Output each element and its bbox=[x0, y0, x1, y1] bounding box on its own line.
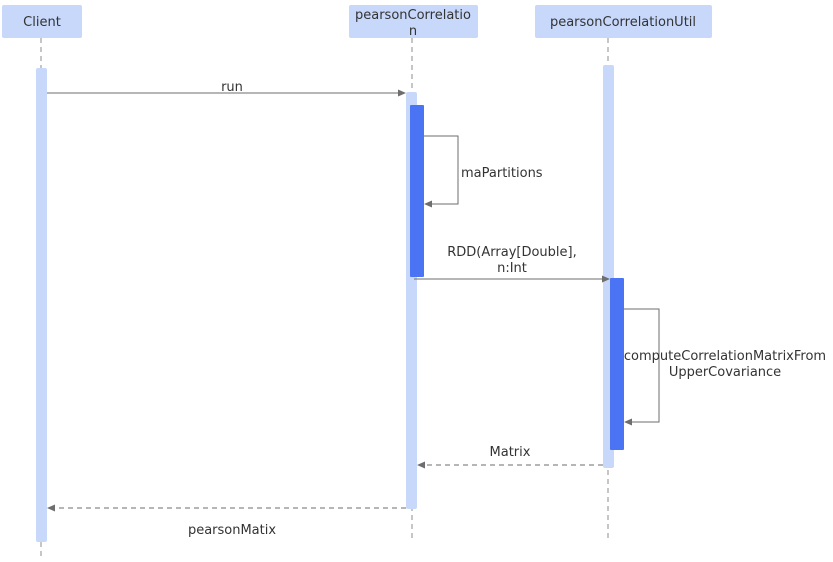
message-matrix-label: Matrix bbox=[490, 445, 531, 460]
message-rdd-label-line2: n:Int bbox=[497, 261, 527, 276]
arrowhead-icon bbox=[398, 89, 406, 97]
message-pearson-matix: pearsonMatix bbox=[47, 504, 406, 538]
arrowhead-icon bbox=[424, 200, 432, 208]
participant-pearson-correlation-label-line2: n bbox=[409, 24, 417, 39]
participant-pearson-correlation-label-line1: pearsonCorrelatio bbox=[355, 8, 471, 23]
message-pearson-matix-label: pearsonMatix bbox=[188, 523, 276, 538]
participant-client-label: Client bbox=[23, 15, 61, 30]
activation-ma-partitions bbox=[410, 105, 424, 277]
message-compute-correlation-label-line1: computeCorrelationMatrixFrom bbox=[624, 349, 826, 364]
message-compute-correlation: computeCorrelationMatrixFrom UpperCovari… bbox=[624, 308, 826, 426]
message-matrix: Matrix bbox=[417, 445, 603, 469]
participant-client[interactable]: Client bbox=[2, 5, 82, 38]
participant-pearson-correlation[interactable]: pearsonCorrelatio n bbox=[349, 5, 478, 39]
message-ma-partitions: maPartitions bbox=[424, 135, 543, 208]
participant-pearson-correlation-util-label: pearsonCorrelationUtil bbox=[550, 15, 696, 30]
activation-compute-correlation bbox=[610, 278, 624, 450]
message-compute-correlation-label-line2: UpperCovariance bbox=[669, 365, 781, 380]
participant-pearson-correlation-util[interactable]: pearsonCorrelationUtil bbox=[535, 5, 712, 38]
arrowhead-icon bbox=[602, 275, 610, 283]
message-run-label: run bbox=[221, 80, 243, 95]
arrowhead-icon bbox=[47, 504, 55, 512]
message-run: run bbox=[47, 80, 406, 97]
activation-client bbox=[36, 68, 47, 542]
arrowhead-icon bbox=[417, 461, 425, 469]
arrowhead-icon bbox=[624, 418, 632, 426]
message-rdd: RDD(Array[Double], n:Int bbox=[414, 245, 610, 283]
message-ma-partitions-label: maPartitions bbox=[461, 166, 543, 181]
message-rdd-label-line1: RDD(Array[Double], bbox=[447, 245, 576, 260]
